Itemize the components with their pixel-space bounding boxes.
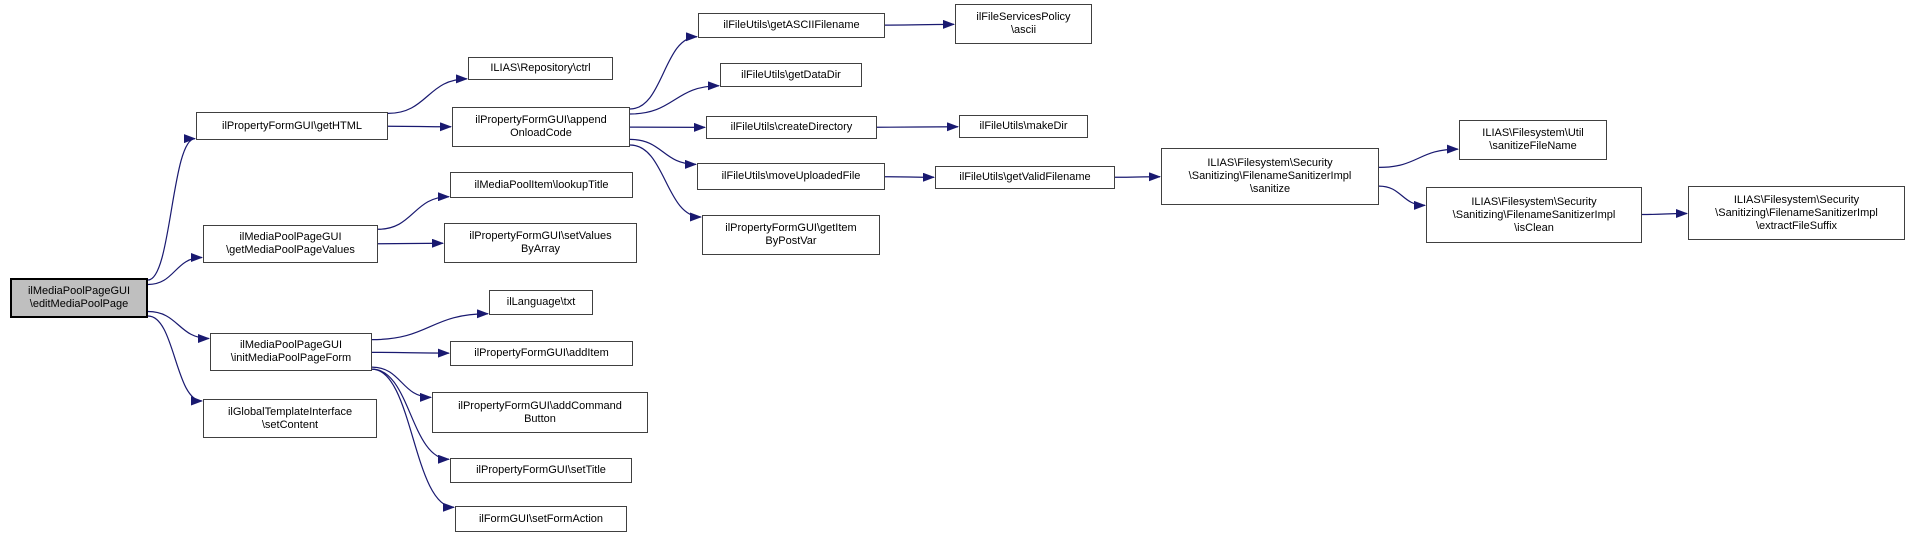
graph-node-set_content[interactable]: ilGlobalTemplateInterface\setContent bbox=[203, 399, 377, 438]
call-edge-append_onload_code-to-get_data_dir bbox=[629, 81, 720, 115]
node-label-line: ilPropertyFormGUI\getItem bbox=[725, 222, 857, 234]
node-label-line: ILIAS\Filesystem\Util bbox=[1482, 127, 1584, 139]
graph-node-add_item[interactable]: ilPropertyFormGUI\addItem bbox=[450, 341, 633, 366]
node-label-line: ilFileUtils\moveUploadedFile bbox=[721, 170, 861, 182]
node-label-line: ilMediaPoolPageGUI bbox=[239, 231, 342, 243]
node-label-line: ilLanguage\txt bbox=[506, 296, 576, 308]
node-label-line: ilGlobalTemplateInterface bbox=[227, 405, 353, 418]
call-edge-get_html-to-repository_ctrl bbox=[387, 74, 468, 114]
call-edge-append_onload_code-to-get_ascii_filename bbox=[629, 32, 698, 110]
graph-node-create_directory[interactable]: ilFileUtils\createDirectory bbox=[706, 116, 877, 139]
graph-node-init_media_pool_page_form[interactable]: ilMediaPoolPageGUI\initMediaPoolPageForm bbox=[210, 333, 372, 371]
node-label-line: \sanitize bbox=[1249, 183, 1291, 195]
graph-node-set_title[interactable]: ilPropertyFormGUI\setTitle bbox=[450, 458, 632, 483]
node-label-line: ilFormGUI\setFormAction bbox=[478, 512, 604, 525]
graph-node-extract_file_suffix[interactable]: ILIAS\Filesystem\Security\Sanitizing\Fil… bbox=[1688, 186, 1905, 240]
node-label-line: ilFileUtils\makeDir bbox=[979, 120, 1068, 132]
call-edge-move_uploaded_file-to-get_valid_filename bbox=[884, 172, 935, 182]
node-label-line: ilFileUtils\getValidFilename bbox=[959, 171, 1091, 183]
call-edge-create_directory-to-make_dir bbox=[876, 122, 959, 132]
call-edge-is_clean-to-extract_file_suffix bbox=[1641, 209, 1688, 219]
node-label-line: ilPropertyFormGUI\addCommand bbox=[458, 399, 622, 412]
graph-node-is_clean[interactable]: ILIAS\Filesystem\Security\Sanitizing\Fil… bbox=[1426, 187, 1642, 243]
node-label-line: ilFileUtils\createDirectory bbox=[730, 121, 853, 133]
graph-node-edit_media_pool_page: ilMediaPoolPageGUI\editMediaPoolPage bbox=[10, 278, 148, 318]
graph-node-lang_txt[interactable]: ilLanguage\txt bbox=[489, 290, 593, 315]
graph-node-get_html[interactable]: ilPropertyFormGUI\getHTML bbox=[196, 112, 388, 140]
graph-node-sanitize_file_name[interactable]: ILIAS\Filesystem\Util\sanitizeFileName bbox=[1459, 120, 1607, 160]
node-label-line: ILIAS\Filesystem\Security bbox=[1207, 157, 1333, 169]
node-label-line: ILIAS\Repository\ctrl bbox=[490, 62, 591, 74]
call-edge-edit_media_pool_page-to-get_media_pool_page_values bbox=[147, 253, 203, 286]
call-edge-edit_media_pool_page-to-get_html bbox=[147, 134, 196, 281]
node-label-line: \extractFileSuffix bbox=[1755, 219, 1838, 232]
node-label-line: ilMediaPoolPageGUI bbox=[27, 285, 131, 297]
call-edge-edit_media_pool_page-to-set_content bbox=[147, 315, 203, 406]
node-label-line: ilPropertyFormGUI\append bbox=[475, 114, 607, 126]
call-edge-append_onload_code-to-get_item_by_post_var bbox=[629, 144, 702, 222]
node-label-line: ilFileUtils\getASCIIFilename bbox=[723, 19, 860, 31]
node-label-line: ilFileServicesPolicy bbox=[976, 11, 1071, 23]
node-label-line: ByArray bbox=[520, 243, 561, 255]
call-edge-init_media_pool_page_form-to-lang_txt bbox=[371, 309, 489, 341]
node-label-line: \sanitizeFileName bbox=[1489, 140, 1577, 152]
node-label-line: ilFileUtils\getDataDir bbox=[741, 68, 841, 81]
graph-node-get_ascii_filename[interactable]: ilFileUtils\getASCIIFilename bbox=[698, 13, 885, 38]
node-label-line: ilPropertyFormGUI\setValues bbox=[469, 230, 612, 242]
node-label-line: ilPropertyFormGUI\addItem bbox=[474, 347, 609, 359]
call-edge-edit_media_pool_page-to-init_media_pool_page_form bbox=[147, 310, 210, 343]
call-edge-get_media_pool_page_values-to-lookup_title bbox=[377, 192, 450, 230]
call-edge-append_onload_code-to-move_uploaded_file bbox=[629, 138, 697, 169]
node-label-line: \Sanitizing\FilenameSanitizerImpl bbox=[1452, 208, 1616, 221]
call-edge-init_media_pool_page_form-to-add_command_button bbox=[371, 366, 432, 402]
graph-node-file_services_policy_ascii[interactable]: ilFileServicesPolicy\ascii bbox=[955, 4, 1092, 44]
node-label-line: \Sanitizing\FilenameSanitizerImpl bbox=[1715, 206, 1878, 219]
node-label-line: \ascii bbox=[1010, 24, 1037, 36]
call-edge-get_valid_filename-to-sanitize bbox=[1114, 172, 1161, 182]
node-label-line: OnloadCode bbox=[510, 127, 572, 139]
graph-node-get_data_dir[interactable]: ilFileUtils\getDataDir bbox=[720, 63, 862, 87]
graph-node-lookup_title[interactable]: ilMediaPoolItem\lookupTitle bbox=[450, 172, 633, 198]
node-label-line: ilMediaPoolPageGUI bbox=[239, 339, 343, 351]
node-label-line: ilMediaPoolItem\lookupTitle bbox=[474, 178, 609, 191]
node-label-line: \editMediaPoolPage bbox=[29, 298, 129, 310]
graph-node-get_media_pool_page_values[interactable]: ilMediaPoolPageGUI\getMediaPoolPageValue… bbox=[203, 225, 378, 263]
node-label-line: ByPostVar bbox=[765, 235, 817, 247]
call-edge-init_media_pool_page_form-to-set_form_action bbox=[371, 368, 455, 512]
graph-node-move_uploaded_file[interactable]: ilFileUtils\moveUploadedFile bbox=[697, 163, 885, 190]
node-label-line: \isClean bbox=[1514, 221, 1554, 234]
node-label-line: \setContent bbox=[261, 418, 319, 431]
graph-node-sanitize[interactable]: ILIAS\Filesystem\Security\Sanitizing\Fil… bbox=[1161, 148, 1379, 205]
call-edge-get_ascii_filename-to-file_services_policy_ascii bbox=[884, 19, 955, 29]
call-edge-get_html-to-append_onload_code bbox=[387, 122, 452, 132]
node-label-line: ilPropertyFormGUI\setTitle bbox=[476, 464, 606, 476]
node-label-line: ilPropertyFormGUI\getHTML bbox=[222, 119, 362, 132]
call-edge-init_media_pool_page_form-to-set_title bbox=[371, 368, 450, 464]
node-label-line: Button bbox=[524, 412, 556, 425]
call-edge-sanitize-to-is_clean bbox=[1378, 185, 1426, 210]
node-label-line: \getMediaPoolPageValues bbox=[226, 244, 355, 256]
call-edge-init_media_pool_page_form-to-add_item bbox=[371, 348, 450, 358]
node-label-line: ILIAS\Filesystem\Security bbox=[1471, 195, 1597, 208]
graph-node-repository_ctrl[interactable]: ILIAS\Repository\ctrl bbox=[468, 57, 613, 80]
graph-node-set_form_action[interactable]: ilFormGUI\setFormAction bbox=[455, 506, 627, 532]
call-edge-get_media_pool_page_values-to-set_values_by_array bbox=[377, 238, 444, 248]
node-label-line: ILIAS\Filesystem\Security bbox=[1733, 193, 1860, 206]
node-label-line: \initMediaPoolPageForm bbox=[230, 352, 352, 364]
graph-node-make_dir[interactable]: ilFileUtils\makeDir bbox=[959, 115, 1088, 138]
graph-node-get_valid_filename[interactable]: ilFileUtils\getValidFilename bbox=[935, 166, 1115, 189]
node-label-line: \Sanitizing\FilenameSanitizerImpl bbox=[1188, 170, 1352, 182]
call-edge-sanitize-to-sanitize_file_name bbox=[1378, 144, 1459, 168]
